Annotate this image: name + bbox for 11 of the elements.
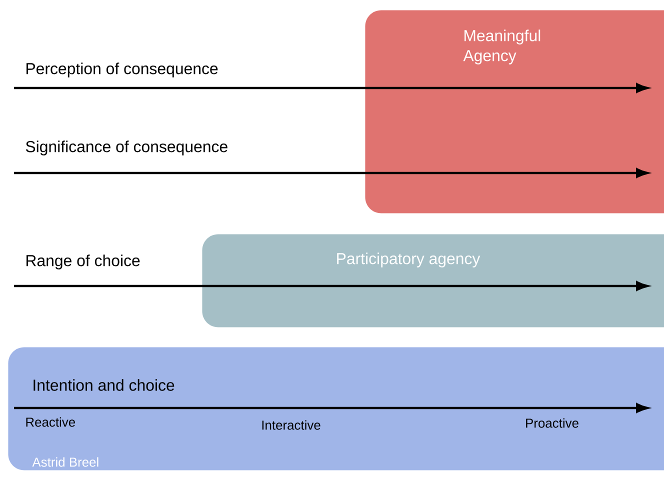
scale-label: Proactive — [526, 418, 578, 428]
agency-box: Meaningful Agency — [365, 10, 664, 214]
scale-label: Interactive — [262, 420, 320, 430]
scale-label: Reactive — [26, 417, 75, 427]
author-credit: Astrid Breel — [32, 457, 98, 467]
box — [8, 347, 664, 470]
axis-label: Significance of consequence — [26, 140, 228, 156]
axis-label: Perception of consequence — [26, 62, 218, 78]
agency-box: Participatory agency — [202, 234, 664, 328]
axis-label: Range of choice — [26, 254, 140, 270]
axis-label: Intention and choice — [34, 379, 174, 391]
